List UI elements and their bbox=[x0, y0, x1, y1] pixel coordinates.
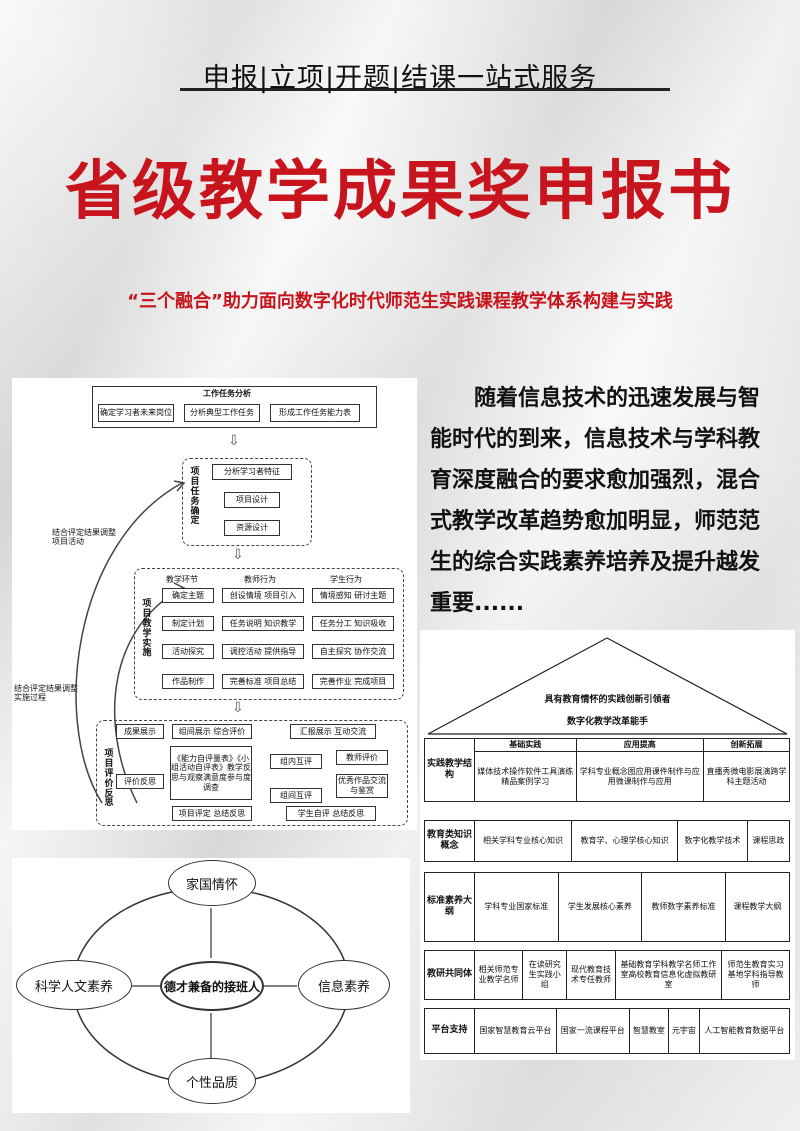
row3-col1: 活动探究 bbox=[162, 644, 214, 659]
roof-line-2: 数字化教学改革能手 bbox=[566, 717, 648, 727]
row3-col3: 自主探究 协作交流 bbox=[312, 644, 394, 659]
standard-cell: 课程教学大纲 bbox=[724, 872, 791, 942]
row2-col3: 任务分工 知识吸收 bbox=[312, 616, 394, 631]
task-box-1: 确定学习者未来岗位 bbox=[98, 404, 174, 422]
top-node: 家国情怀 bbox=[168, 860, 256, 906]
row1-col2: 创设情境 项目引入 bbox=[222, 588, 304, 603]
task-box-3: 形成工作任务能力表 bbox=[270, 404, 360, 422]
left-note-1: 结合评定结果调整项目活动 bbox=[52, 528, 116, 547]
practice-sub: 媒体技术操作软件工具演练精品案例学习 bbox=[474, 751, 577, 802]
eval-bottom-1: 项目评定 总结反思 bbox=[172, 806, 252, 821]
platform-cell: 元宇宙 bbox=[668, 1008, 700, 1054]
down-arrow-icon: ⇩ bbox=[228, 433, 240, 449]
header-underline bbox=[180, 88, 670, 91]
row-head: 教研共同体 bbox=[424, 950, 475, 1000]
row2-col2: 任务说明 知识教学 bbox=[222, 616, 304, 631]
platform-cell: 人工智能教育数据平台 bbox=[698, 1008, 791, 1054]
row-platform: 平台支持 国家智慧教育云平台 国家一流课程平台 智慧教室 元宇宙 人工智能教育数… bbox=[424, 1008, 791, 1054]
center-node: 德才兼备的接班人 bbox=[160, 961, 264, 1011]
community-cell: 相关师范专业教学名师 bbox=[473, 950, 524, 1000]
s1-box-3: 资源设计 bbox=[224, 520, 280, 536]
eval-right-2: 优秀作品交流与鉴赏 bbox=[336, 774, 388, 798]
standard-cell: 学生发展核心素养 bbox=[557, 872, 643, 942]
page-title: 省级教学成果奖申报书 bbox=[65, 155, 735, 229]
eval-doc: 《能力自评量表》《小组活动自评表》教学反思与观察满意度参与度调查 bbox=[170, 746, 252, 800]
community-cell: 师范生教育实习基地学科指导教师 bbox=[721, 950, 790, 1000]
community-cell: 在读研究生实践小组 bbox=[522, 950, 568, 1000]
house-roof bbox=[427, 637, 788, 735]
row-head: 教育类知识概念 bbox=[424, 820, 475, 862]
standard-cell: 教师数字素养标准 bbox=[641, 872, 726, 942]
down-arrow-icon: ⇩ bbox=[232, 547, 244, 563]
eval-mid-1: 组内互评 bbox=[270, 754, 322, 769]
down-arrow-icon: ⇩ bbox=[232, 700, 244, 716]
eval-top-1: 成果展示 bbox=[116, 724, 164, 739]
practice-system-house: 具有教育情怀的实践创新引领者 数字化教学改革能手 实践教学结构 基础实践 应用提… bbox=[420, 630, 795, 1060]
row-head: 实践教学结构 bbox=[424, 738, 475, 802]
section-evaluation bbox=[96, 720, 408, 826]
page-subtitle: “三个融合”助力面向数字化时代师范生实践课程教学体系构建与实践 bbox=[127, 291, 673, 312]
row1-col1: 确定主题 bbox=[162, 588, 214, 603]
section-teaching-implement bbox=[134, 568, 404, 700]
intro-paragraph: 随着信息技术的迅速发展与智能时代的到来，信息技术与学科教育深度融合的要求愈加强烈… bbox=[430, 386, 761, 616]
col-head-2: 教师行为 bbox=[244, 575, 276, 584]
s1-box-1: 分析学习者特征 bbox=[212, 464, 292, 480]
row3-col2: 调控活动 提供指导 bbox=[222, 644, 304, 659]
knowledge-cell: 数字化教学技术 bbox=[677, 820, 748, 862]
row-head: 标准素养大纲 bbox=[424, 872, 475, 942]
section-task-define bbox=[182, 458, 312, 546]
bottom-node: 个性品质 bbox=[168, 1058, 256, 1104]
knowledge-cell: 相关学科专业核心知识 bbox=[474, 820, 572, 862]
left-node: 科学人文素养 bbox=[16, 960, 132, 1010]
section3-label: 项目评价反思 bbox=[104, 749, 114, 809]
talent-goal-diagram: 德才兼备的接班人 家国情怀 科学人文素养 信息素养 个性品质 bbox=[12, 858, 410, 1113]
project-flowchart: 工作任务分析 确定学习者未来岗位 分析典型工作任务 形成工作任务能力表 ⇩ 项目… bbox=[12, 378, 417, 830]
row4-col3: 完善作业 完成项目 bbox=[312, 674, 394, 689]
service-tagline: 申报|立项|开题|结课一站式服务 bbox=[202, 63, 598, 94]
eval-top-2: 组间展示 综合评价 bbox=[172, 724, 252, 739]
col-head-1: 教学环节 bbox=[166, 575, 198, 584]
knowledge-cell: 课程思政 bbox=[746, 820, 791, 862]
eval-left: 评价反思 bbox=[116, 774, 164, 789]
platform-cell: 国家智慧教育云平台 bbox=[474, 1008, 557, 1054]
col-head-3: 学生行为 bbox=[330, 575, 362, 584]
community-cell: 现代教育技术专任教师 bbox=[566, 950, 616, 1000]
knowledge-cell: 教育学、心理学核心知识 bbox=[570, 820, 679, 862]
row-knowledge: 教育类知识概念 相关学科专业核心知识 教育学、心理学核心知识 数字化教学技术 课… bbox=[424, 820, 791, 862]
practice-cell: 创新拓展 bbox=[703, 738, 790, 752]
practice-sub: 直播秀微电影展演跨学科主题活动 bbox=[703, 751, 790, 802]
task-analysis-title: 工作任务分析 bbox=[203, 389, 251, 398]
standard-cell: 学科专业国家标准 bbox=[474, 872, 559, 942]
practice-cell: 应用提高 bbox=[575, 738, 705, 752]
eval-top-3: 汇报展示 互动交流 bbox=[290, 724, 376, 739]
row2-col1: 制定计划 bbox=[162, 616, 214, 631]
right-node: 信息素养 bbox=[298, 960, 390, 1010]
row-practice-structure: 实践教学结构 基础实践 应用提高 创新拓展 媒体技术操作软件工具演练精品案例学习… bbox=[424, 738, 790, 802]
practice-cell: 基础实践 bbox=[474, 738, 577, 752]
row1-col3: 情境感知 研讨主题 bbox=[312, 588, 394, 603]
s1-box-2: 项目设计 bbox=[224, 492, 280, 508]
row-head: 平台支持 bbox=[424, 1008, 475, 1054]
row-standards: 标准素养大纲 学科专业国家标准 学生发展核心素养 教师数字素养标准 课程教学大纲 bbox=[424, 872, 791, 942]
section1-label: 项目任务确定 bbox=[190, 467, 200, 527]
row4-col1: 作品制作 bbox=[162, 674, 214, 689]
section2-label: 项目教学实施 bbox=[142, 599, 152, 659]
platform-cell: 智慧教室 bbox=[628, 1008, 670, 1054]
eval-right-1: 教师评价 bbox=[336, 750, 388, 765]
roof-line-1: 具有教育情怀的实践创新引领者 bbox=[544, 695, 671, 705]
task-box-2: 分析典型工作任务 bbox=[184, 404, 260, 422]
left-note-2: 结合评定结果调整实施过程 bbox=[14, 684, 78, 703]
practice-sub: 学科专业概念图应用课件制作与应用微课制作与应用 bbox=[575, 751, 705, 802]
eval-mid-2: 组间互评 bbox=[270, 788, 322, 803]
row-community: 教研共同体 相关师范专业教学名师 在读研究生实践小组 现代教育技术专任教师 基础… bbox=[424, 950, 790, 1000]
row4-col2: 完善标准 项目总结 bbox=[222, 674, 304, 689]
eval-bottom-2: 学生自评 总结反思 bbox=[286, 806, 376, 821]
community-cell: 基础教育学科教学名师工作室高校教育信息化虚拟教研室 bbox=[614, 950, 723, 1000]
platform-cell: 国家一流课程平台 bbox=[555, 1008, 630, 1054]
